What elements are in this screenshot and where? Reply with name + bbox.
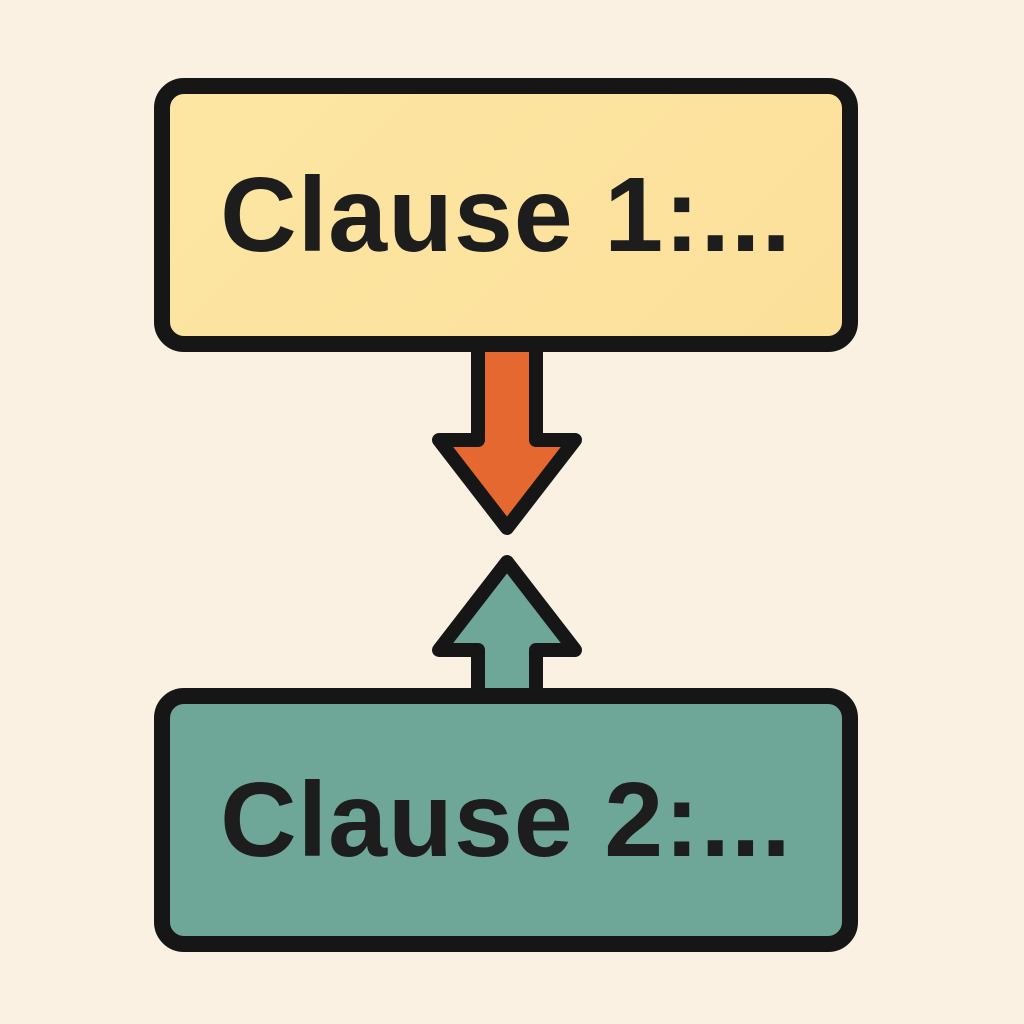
clause-2-box: Clause 2:...: [154, 688, 858, 952]
up-arrow: [432, 555, 582, 705]
clause-2-label: Clause 2:...: [220, 761, 792, 879]
clause-1-box: Clause 1:...: [154, 78, 858, 352]
down-arrow: [432, 337, 582, 535]
clause-1-label: Clause 1:...: [220, 156, 792, 274]
